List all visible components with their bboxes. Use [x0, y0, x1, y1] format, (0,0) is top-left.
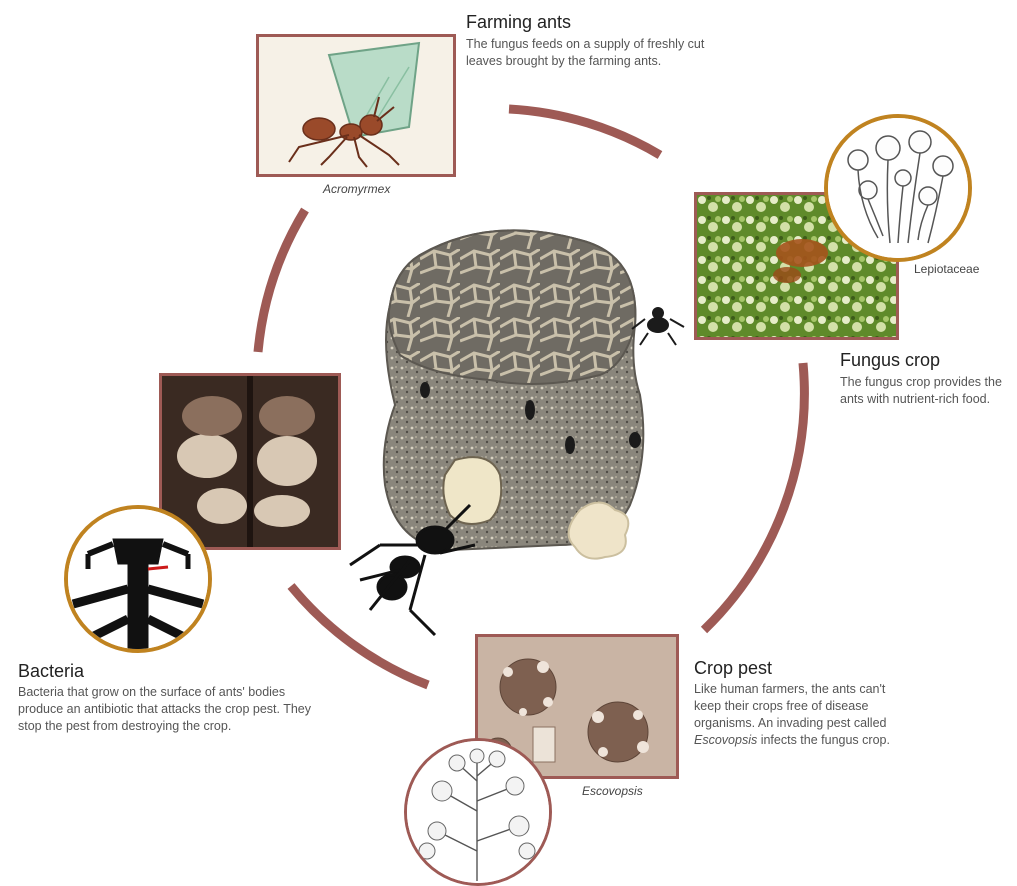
- fungus-crop-description: The fungus crop provides the ants with n…: [840, 374, 1015, 408]
- fungus-crop-title: Fungus crop: [840, 350, 940, 371]
- arc-fungus-to-pest: [704, 363, 804, 630]
- leafcutter-ant-illustration: [259, 37, 453, 174]
- lepiotaceae-hyphae-drawing: [828, 118, 968, 258]
- farming-ants-title: Farming ants: [466, 12, 571, 33]
- farming-ants-caption: Acromyrmex: [323, 182, 390, 196]
- crop-pest-description: Like human farmers, the ants can't keep …: [694, 681, 909, 749]
- ant-head-silhouette: [68, 509, 208, 649]
- fungus-crop-caption: Lepiotaceae: [914, 262, 979, 276]
- farming-ants-image-frame: [256, 34, 456, 177]
- bacteria-micrograph: [162, 376, 338, 547]
- arc-bacteria-to-ants: [258, 210, 305, 352]
- escovopsis-branching-drawing: [407, 741, 549, 883]
- ant-bacteria-magnified-circle: [64, 505, 212, 653]
- crop-pest-title: Crop pest: [694, 658, 772, 679]
- crop-pest-description-prefix: Like human farmers, the ants can't keep …: [694, 682, 886, 730]
- escovopsis-magnified-circle: [404, 738, 552, 886]
- crop-pest-description-suffix: infects the fungus crop.: [757, 733, 890, 747]
- farming-ants-description: The fungus feeds on a supply of freshly …: [466, 36, 726, 70]
- fungus-garden-nest-illustration: [340, 215, 700, 645]
- crop-pest-description-italic: Escovopsis: [694, 733, 757, 747]
- bacteria-title: Bacteria: [18, 661, 84, 682]
- leaf-fragment: [443, 457, 501, 524]
- lepiotaceae-magnified-circle: [824, 114, 972, 262]
- bacteria-description: Bacteria that grow on the surface of ant…: [18, 684, 318, 735]
- crop-pest-caption: Escovopsis: [582, 784, 643, 798]
- nest-cells: [389, 230, 636, 384]
- arc-ants-to-fungus: [509, 109, 660, 155]
